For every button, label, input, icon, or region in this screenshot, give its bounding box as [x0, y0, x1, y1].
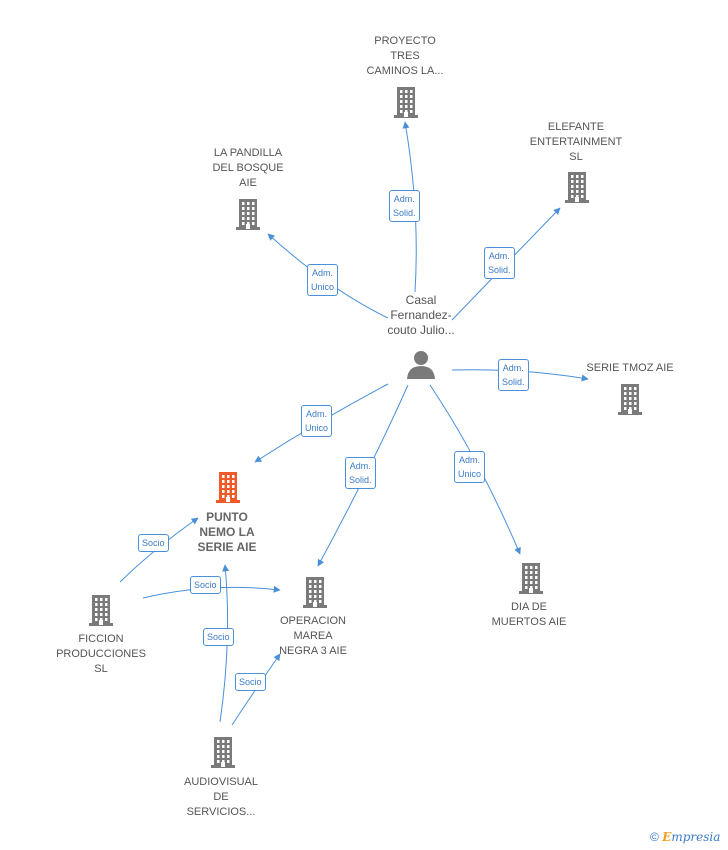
ficcion-line2: PRODUCCIONES [56, 648, 146, 660]
edge-label-line: Adm. [349, 461, 371, 471]
dia-line2: MUERTOS AIE [491, 616, 567, 628]
audiovisual-line1: AUDIOVISUAL [184, 776, 258, 788]
building-icon[interactable] [300, 575, 330, 609]
edge-label-audiovisual-operacion[interactable]: Socio [235, 673, 266, 691]
audiovisual-line3: SERVICIOS... [186, 806, 256, 818]
operacion-line2: MAREA [293, 630, 333, 642]
edge-label-line: Adm. [459, 455, 481, 465]
building-icon[interactable] [213, 470, 243, 504]
company-punto-nemo[interactable]: PUNTO NEMO LA SERIE AIE [177, 510, 277, 555]
brand-first-letter: E [662, 830, 672, 844]
operacion-line3: NEGRA 3 AIE [279, 645, 347, 657]
proyecto-line3: CAMINOS LA... [366, 65, 444, 77]
punto-line1: PUNTO [206, 510, 248, 524]
punto-line3: SERIE AIE [197, 540, 257, 554]
proyecto-line1: PROYECTO [374, 35, 436, 47]
person-node[interactable]: Casal Fernandez- couto Julio... [368, 293, 474, 338]
edge-label-person-tmoz[interactable]: Adm. Solid. [498, 359, 529, 391]
edge-label-line: Unico [311, 282, 335, 292]
edge-label-audiovisual-punto[interactable]: Socio [203, 628, 234, 646]
edge-label-line: Adm. [306, 409, 328, 419]
building-icon[interactable] [391, 85, 421, 119]
edge-label-line: Adm. [502, 363, 524, 373]
edge-label-person-operacion[interactable]: Adm. Solid. [345, 457, 376, 489]
brand-rest: mpresia [671, 830, 721, 844]
company-proyecto[interactable]: PROYECTO TRES CAMINOS LA... [355, 34, 455, 79]
person-name-line3: couto Julio... [387, 323, 455, 337]
edge-label-line: Unico [305, 423, 329, 433]
edge-label-line: Solid. [349, 475, 372, 485]
edge-label-person-elefante[interactable]: Adm. Solid. [484, 247, 515, 279]
edge-label-ficcion-punto[interactable]: Socio [138, 534, 169, 552]
edge-label-line: Socio [207, 632, 230, 642]
pandilla-line2: DEL BOSQUE [212, 162, 284, 174]
edge-label-line: Solid. [502, 377, 525, 387]
dia-line1: DIA DE [510, 601, 548, 613]
company-operacion[interactable]: OPERACION MAREA NEGRA 3 AIE [263, 614, 363, 659]
pandilla-line1: LA PANDILLA [213, 147, 283, 159]
elefante-line2: ENTERTAINMENT [529, 136, 623, 148]
building-icon[interactable] [208, 735, 238, 769]
edge-label-person-punto[interactable]: Adm. Unico [301, 405, 333, 437]
company-tmoz[interactable]: SERIE TMOZ AIE [578, 361, 682, 376]
building-icon[interactable] [562, 170, 592, 204]
building-icon[interactable] [233, 197, 263, 231]
company-dia-de-muertos[interactable]: DIA DE MUERTOS AIE [479, 600, 579, 630]
edge-label-line: Socio [239, 677, 262, 687]
edge-label-line: Socio [142, 538, 165, 548]
edge-label-person-proyecto[interactable]: Adm. Solid. [389, 190, 420, 222]
edge-label-line: Unico [458, 469, 482, 479]
edge-label-person-pandilla[interactable]: Adm. Unico [307, 264, 339, 296]
edge-label-person-dia[interactable]: Adm. Unico [454, 451, 486, 483]
ficcion-line3: SL [94, 663, 108, 675]
edge-label-line: Solid. [488, 265, 511, 275]
copyright-icon: © [650, 830, 659, 844]
building-icon[interactable] [86, 593, 116, 627]
edge-label-line: Solid. [393, 208, 416, 218]
company-pandilla[interactable]: LA PANDILLA DEL BOSQUE AIE [198, 146, 298, 191]
building-icon[interactable] [516, 561, 546, 595]
edge-label-line: Adm. [488, 251, 510, 261]
company-ficcion[interactable]: FICCION PRODUCCIONES SL [46, 632, 156, 677]
person-name-line2: Fernandez- [390, 308, 452, 322]
elefante-line1: ELEFANTE [547, 121, 605, 133]
audiovisual-line2: DE [213, 791, 229, 803]
person-name-line1: Casal [405, 293, 437, 307]
elefante-line3: SL [569, 151, 583, 163]
person-icon[interactable] [405, 348, 437, 380]
edge-label-line: Adm. [312, 268, 334, 278]
ficcion-line1: FICCION [78, 633, 124, 645]
proyecto-line2: TRES [390, 50, 420, 62]
edge-label-line: Socio [194, 580, 217, 590]
operacion-line1: OPERACION [279, 615, 346, 627]
edge-label-ficcion-operacion[interactable]: Socio [190, 576, 221, 594]
pandilla-line3: AIE [239, 177, 257, 189]
company-elefante[interactable]: ELEFANTE ENTERTAINMENT SL [521, 120, 631, 165]
empresia-logo[interactable]: © Empresia [650, 830, 720, 844]
tmoz-line1: SERIE TMOZ AIE [586, 362, 674, 374]
edge-label-line: Adm. [393, 194, 415, 204]
building-icon[interactable] [615, 382, 645, 416]
company-audiovisual[interactable]: AUDIOVISUAL DE SERVICIOS... [171, 775, 271, 820]
punto-line2: NEMO LA [199, 525, 255, 539]
